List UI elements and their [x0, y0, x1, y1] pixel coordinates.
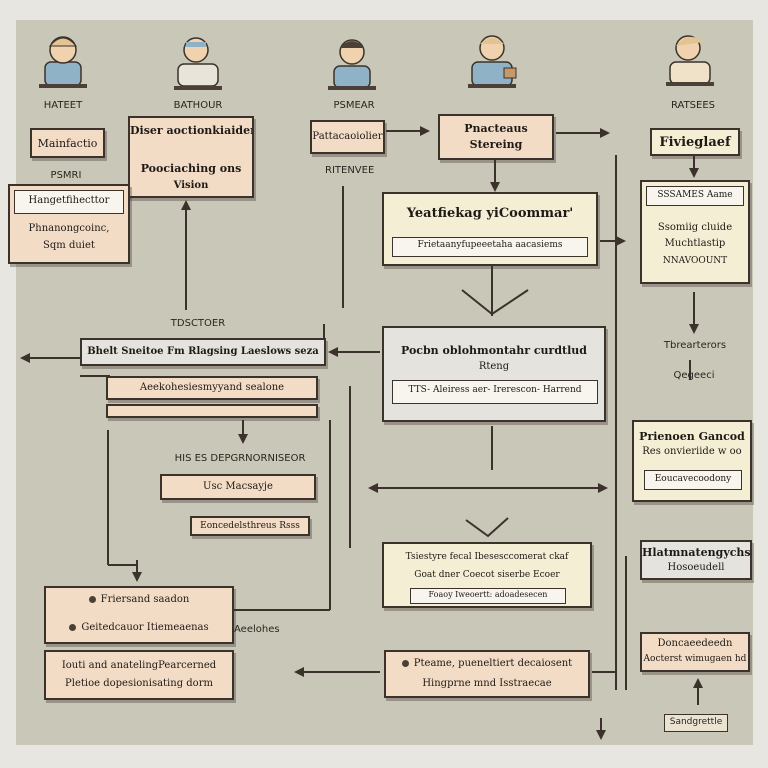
actor-1-label: HATEET: [43, 100, 83, 111]
node-b4-line2: Stereing: [469, 138, 523, 151]
bullet-icon: [88, 596, 96, 603]
node-b12-line1: Prienoen Gancod: [639, 430, 745, 443]
node-b11-line2: Rteng: [478, 361, 510, 372]
label-l7: Aeelohes: [234, 624, 280, 635]
node-b4[interactable]: Pnacteaus Stereing: [438, 114, 554, 160]
node-b19-line2: Hingprne mnd Isstraecae: [422, 678, 552, 689]
node-b11[interactable]: Pocbn oblohmontahr curdtlud Rteng TTS- A…: [382, 326, 606, 422]
actor-3: [322, 32, 382, 94]
node-b11-line1: Pocbn oblohmontahr curdtlud: [400, 344, 587, 357]
actor-2-label: BATHOUR: [173, 100, 223, 111]
node-b18[interactable]: Iouti and anatelingPearcerned Pletioe do…: [44, 650, 234, 700]
node-b17[interactable]: Friersand saadon Geitedcauor Itiemeaenas: [44, 586, 234, 644]
node-b7[interactable]: Yeatfiekag yiCoommar' Frietaanyfupeeetah…: [382, 192, 598, 266]
node-b6[interactable]: Hangetfihecttor Phnanongcoinc, Sqm duiet: [8, 184, 130, 264]
connector: [465, 517, 509, 538]
node-b15[interactable]: Tsiestyre fecal Ibesesccomerat ckaf Goat…: [382, 542, 592, 608]
node-b18-line1: Iouti and anatelingPearcerned: [61, 660, 217, 671]
node-b2-line1: Diser aoctionkiaiders: [130, 124, 252, 137]
node-b7-sub: Frietaanyfupeeetaha aacasiems: [417, 240, 563, 250]
node-b17-line1-text: Friersand saadon: [100, 594, 190, 605]
label-l4: Tbrearterors: [663, 340, 727, 351]
node-b2-line3: Vision: [173, 180, 209, 191]
node-b5-text: Fivieglaef: [659, 135, 731, 150]
actor-3-label: PSMEAR: [333, 100, 375, 111]
node-b6-line3: Sqm duiet: [43, 240, 95, 251]
node-b7-title: Yeatfiekag yiCoommar': [406, 206, 574, 221]
node-b8[interactable]: SSSAMES Aame Ssomiig cluide Muchtlastip …: [640, 180, 750, 284]
label-l5: Qegeeci: [673, 370, 715, 381]
node-b19[interactable]: Pteame, pueneltiert decaiosent Hingprne …: [384, 650, 590, 698]
node-b13-text: Usc Macsayje: [203, 481, 273, 492]
node-b1-text: Mainfactio: [37, 137, 98, 150]
node-b10-text: Aeekohesiesmyyand sealone: [139, 382, 285, 393]
person-avatar-icon: [328, 39, 376, 90]
node-b3-text: Pattacaoiolier: [312, 131, 383, 142]
node-b8-line4: NNAVOOUNT: [662, 256, 728, 266]
node-b13[interactable]: Usc Macsayje: [160, 474, 316, 500]
node-b20-line2: Aocterst wimugaen hd: [643, 654, 747, 664]
node-b15-line1: Tsiestyre fecal Ibesesccomerat ckaf: [405, 552, 569, 562]
node-b17-line2: Geitedcauor Itiemeaenas: [46, 622, 232, 633]
actor-5: [660, 28, 720, 90]
node-b14-text: Eoncedelsthreus Rsss: [200, 521, 300, 531]
actor-5-label: RATSEES: [670, 100, 716, 111]
node-b20[interactable]: Doncaeedeedn Aocterst wimugaen hd: [640, 632, 750, 672]
node-b12-field: Eoucavecoodony: [644, 470, 742, 490]
connector: [461, 289, 529, 316]
label-l1: PSMRI: [50, 170, 82, 181]
node-b10[interactable]: Aeekohesiesmyyand sealone: [106, 376, 318, 400]
node-b6-header: Hangetfihecttor: [14, 190, 124, 214]
actor-4: [462, 28, 522, 90]
label-l2: RITENVEE: [325, 165, 375, 176]
actor-1: [33, 28, 93, 90]
node-b15-line2: Goat dner Coecot siserbe Ecoer: [414, 570, 560, 580]
node-b16-line2: Hosoeudell: [667, 562, 725, 573]
node-b19-line1-text: Pteame, pueneltiert decaiosent: [413, 658, 573, 669]
node-b9[interactable]: Bhelt Sneitoe Fm Rlagsing Laeslows seza: [80, 338, 326, 366]
node-b8-header: SSSAMES Aame: [646, 186, 744, 206]
node-b12[interactable]: Prienoen Gancod Res onvieriide w oo Eouc…: [632, 420, 752, 502]
person-avatar-icon: [666, 35, 714, 86]
node-b16[interactable]: Hlatmnatengychs Hosoeudell: [640, 540, 752, 580]
person-avatar-icon: [468, 35, 517, 88]
node-b6-line1: Hangetfihecttor: [28, 195, 110, 206]
node-b2-line2: Poociaching ons: [140, 162, 242, 175]
node-b14[interactable]: Eoncedelsthreus Rsss: [190, 516, 310, 536]
node-b18-line2: Pletioe dopesionisating dorm: [65, 678, 213, 689]
node-b6-line2: Phnanongcoinc,: [28, 223, 110, 234]
node-b11-sub: TTS- Aleiress aer- Irerescon- Harrend: [408, 385, 582, 395]
node-b3[interactable]: Pattacaoiolier: [310, 120, 385, 154]
bullet-icon: [69, 624, 77, 631]
node-b7-field[interactable]: Frietaanyfupeeetaha aacasiems: [392, 237, 588, 257]
node-b16-line1: Hlatmnatengychs: [642, 546, 750, 559]
label-l3: TDSCTOER: [170, 318, 226, 329]
node-b2[interactable]: Diser aoctionkiaiders Poociaching ons Vi…: [128, 116, 254, 198]
label-l8: Sandgrettle: [664, 714, 728, 732]
node-b8-line1: SSSAMES Aame: [657, 190, 733, 200]
node-b1[interactable]: Mainfactio: [30, 128, 105, 158]
label-l6: HIS ES DEPGRNORNISEOR: [174, 453, 306, 464]
node-b12-line3: Eoucavecoodony: [654, 474, 732, 484]
node-b4-line1: Pnacteaus: [464, 122, 528, 135]
node-b10b: [106, 404, 318, 418]
person-avatar-icon: [39, 36, 87, 88]
node-b5[interactable]: Fivieglaef: [650, 128, 740, 156]
actor-2: [168, 30, 228, 92]
node-b20-line1: Doncaeedeedn: [657, 638, 733, 649]
node-b8-line3: Muchtlastip: [664, 238, 726, 249]
node-b11-field[interactable]: TTS- Aleiress aer- Irerescon- Harrend: [392, 380, 598, 404]
node-b9-text: Bhelt Sneitoe Fm Rlagsing Laeslows seza: [87, 346, 319, 357]
person-avatar-icon: [174, 37, 222, 90]
node-b15-field: Foaoy Iweoertt: adoadesecen: [410, 588, 566, 604]
bullet-icon: [401, 660, 409, 667]
node-b19-line1: Pteame, pueneltiert decaiosent: [386, 658, 588, 669]
node-b17-line1: Friersand saadon: [46, 594, 232, 605]
node-b17-line2-text: Geitedcauor Itiemeaenas: [81, 622, 209, 633]
node-b15-line3: Foaoy Iweoertt: adoadesecen: [428, 590, 548, 599]
node-b8-line2: Ssomiig cluide: [657, 222, 733, 233]
node-b12-line2: Res onvieriide w oo: [642, 446, 742, 457]
